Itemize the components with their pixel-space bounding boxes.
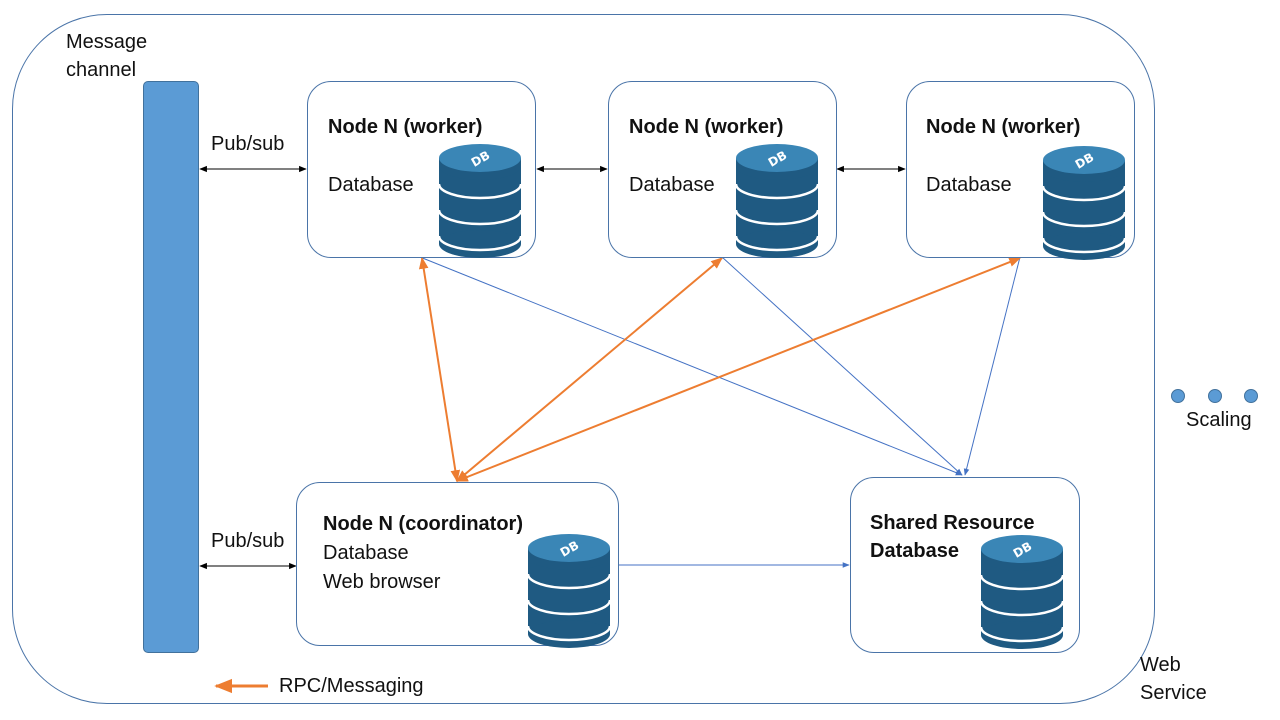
database-cylinder-icon: DB [1041, 146, 1127, 260]
shared-resource-title: Shared Resource Database [870, 512, 1035, 562]
coordinator-node-database-label: Database [323, 542, 409, 564]
worker-node-3-database-label: Database [926, 174, 1012, 196]
coordinator-node-browser-label: Web browser [323, 571, 441, 593]
worker-node-2-database-label: Database [629, 174, 715, 196]
scaling-dot-icon [1244, 389, 1258, 403]
worker-node-2-title: Node N (worker) [629, 116, 784, 138]
worker-node-1-database-label: Database [328, 174, 414, 196]
worker-node-3-title: Node N (worker) [926, 116, 1081, 138]
worker-node-1-title: Node N (worker) [328, 116, 483, 138]
pubsub-top-label: Pub/sub [211, 133, 285, 155]
web-service-frame [12, 14, 1155, 704]
database-cylinder-icon: DB [526, 534, 612, 648]
scaling-label: Scaling [1186, 409, 1252, 431]
rpc-coordinator-worker2-arrow [456, 257, 723, 482]
database-cylinder-icon: DB [734, 144, 820, 258]
database-cylinder-icon: DB [437, 144, 523, 258]
coordinator-node-title: Node N (coordinator) [323, 513, 523, 535]
worker2-shared-arrow [721, 256, 963, 476]
database-cylinder-icon: DB [979, 535, 1065, 649]
rpc-coordinator-worker1-arrow [418, 256, 461, 483]
scaling-dot-icon [1208, 389, 1222, 403]
coordinator-node[interactable]: Node N (coordinator) Database Web browse… [296, 482, 619, 646]
worker1-shared-arrow [419, 256, 963, 476]
message-channel-label: Message channel [66, 31, 148, 81]
pubsub-bottom-label: Pub/sub [211, 530, 285, 552]
rpc-coordinator-worker3-arrow [455, 257, 1022, 482]
web-service-label: Web Service [1140, 654, 1207, 704]
worker3-shared-arrow [963, 256, 1021, 476]
message-channel-bar[interactable] [143, 81, 199, 653]
legend-rpc-label: RPC/Messaging [279, 675, 424, 697]
scaling-dot-icon [1171, 389, 1185, 403]
